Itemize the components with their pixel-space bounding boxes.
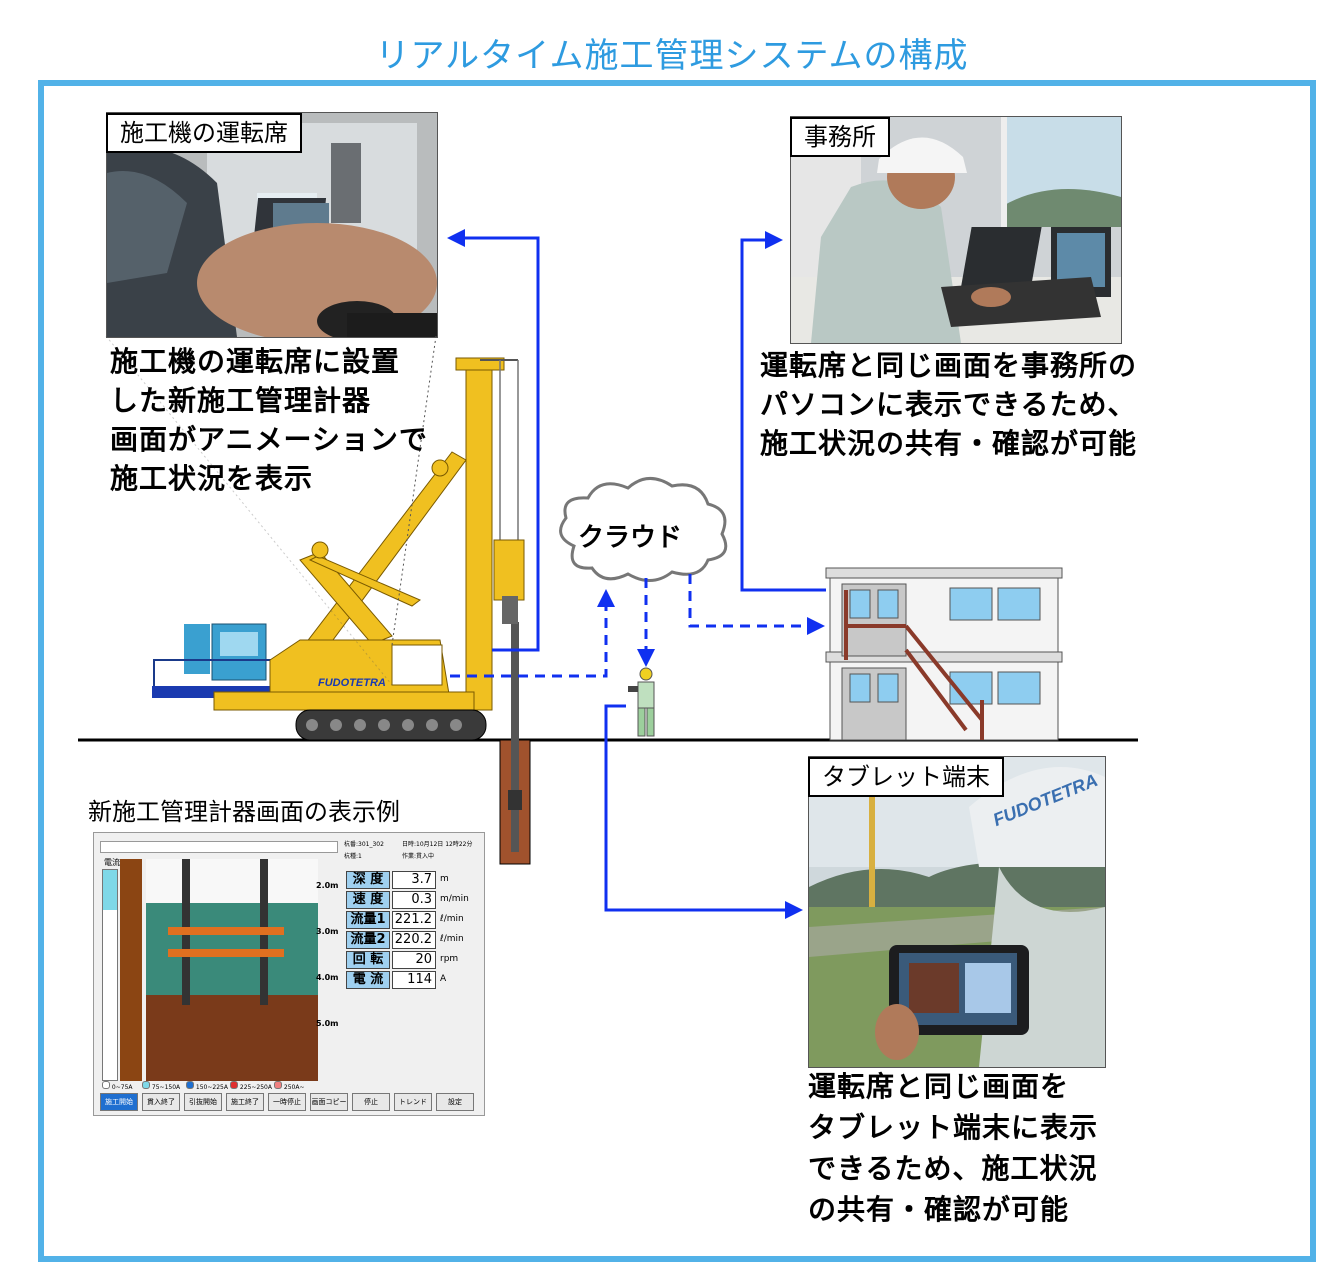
tablet-photo (808, 756, 1106, 1068)
reading-label: 流量2 (346, 931, 390, 949)
reading-unit: ℓ/min (440, 934, 464, 944)
pile-hole (499, 622, 531, 865)
current-legend: 0~75A 75~150A 150~225A 225~250A 250A~ (102, 1079, 482, 1091)
reading-unit: ℓ/min (440, 914, 464, 924)
reading-label: 流量1 (346, 911, 390, 929)
reading-unit: m (440, 874, 449, 884)
cab-desc-line: 施工状況を表示 (110, 462, 314, 495)
reading-value: 20 (392, 951, 436, 969)
stop-button[interactable]: 停止 (352, 1093, 390, 1111)
reading-value: 114 (392, 971, 436, 989)
legend-item: 0~75A (102, 1081, 133, 1091)
cab-description: 施工機の運転席に設置 した新施工管理計器 画面がアニメーションで 施工状況を表示 (110, 342, 428, 498)
tablet-label: タブレット端末 (808, 757, 1004, 797)
worker-figure (628, 667, 655, 737)
depth-mark: 3.0m (316, 927, 339, 936)
office-desc-line: パソコンに表示できるため、 (760, 388, 1137, 421)
monitor-top-bar (100, 841, 338, 853)
reading-flow-2: 流量2 220.2 ℓ/min (346, 931, 464, 949)
penetration-end-button[interactable]: 貫入終了 (142, 1093, 180, 1111)
trend-button[interactable]: トレンド (394, 1093, 432, 1111)
arrow-to-cab (447, 229, 540, 652)
reading-value: 221.2 (392, 911, 436, 929)
tablet-desc-line: タブレット端末に表示 (808, 1111, 1099, 1144)
depth-mark: 4.0m (316, 973, 339, 982)
reading-unit: rpm (440, 954, 459, 964)
header-pile-number: 杭番:301_302 (344, 841, 384, 848)
reading-label: 速 度 (346, 891, 390, 909)
depth-mark: 5.0m (316, 1019, 339, 1028)
tablet-description: 運転席と同じ画面を タブレット端末に表示 できるため、施工状況 の共有・確認が可… (808, 1066, 1098, 1230)
cab-label: 施工機の運転席 (106, 113, 302, 153)
tablet-desc-line: できるため、施工状況 (808, 1152, 1098, 1185)
monitor-screen: 電流 2.0m 3.0m 4.0m 5.0m 杭番:301_302 日時:10月… (93, 832, 485, 1116)
reading-value: 220.2 (392, 931, 436, 949)
monitor-caption: 新施工管理計器画面の表示例 (88, 798, 400, 826)
dashed-cloud-to-building (688, 574, 825, 635)
legend-item: 225~250A (230, 1081, 272, 1091)
office-description: 運転席と同じ画面を事務所の パソコンに表示できるため、 施工状況の共有・確認が可… (760, 346, 1137, 463)
cloud-label: クラウド (578, 523, 682, 553)
pile-driver-machine: FUDOTETRA (152, 357, 525, 741)
current-label: 電流 (104, 858, 120, 867)
header-pile-type: 杭種:1 (344, 853, 362, 860)
pause-button[interactable]: 一時停止 (268, 1093, 306, 1111)
cab-desc-line: した新施工管理計器 (110, 384, 372, 417)
diagram-frame (38, 80, 1316, 1262)
legend-item: 75~150A (142, 1081, 180, 1091)
office-label: 事務所 (790, 117, 890, 157)
dashed-machine-to-cloud (450, 589, 615, 678)
legend-item: 250A~ (274, 1081, 305, 1091)
machine-brand: FUDOTETRA (318, 677, 386, 689)
reading-label: 回 転 (346, 951, 390, 969)
office-building (825, 567, 1063, 741)
extraction-start-button[interactable]: 引抜開始 (184, 1093, 222, 1111)
reading-label: 電 流 (346, 971, 390, 989)
settings-button[interactable]: 設定 (436, 1093, 474, 1111)
reading-rotation: 回 転 20 rpm (346, 951, 458, 969)
cloud-shape (559, 477, 728, 582)
current-gauge (102, 869, 118, 1081)
depth-scale (120, 859, 142, 1081)
screen-copy-button[interactable]: 画面コピー (310, 1093, 348, 1111)
cab-desc-line: 画面がアニメーションで (110, 423, 428, 456)
start-construction-button[interactable]: 施工開始 (100, 1093, 138, 1111)
arrow-to-tablet (604, 704, 803, 919)
reading-flow-1: 流量1 221.2 ℓ/min (346, 911, 464, 929)
cab-desc-line: 施工機の運転席に設置 (110, 345, 401, 378)
page-title: リアルタイム施工管理システムの構成 (375, 36, 969, 76)
reading-depth: 深 度 3.7 m (346, 871, 449, 889)
reading-value: 0.3 (392, 891, 436, 909)
monitor-header: 杭番:301_302 日時:10月12日 12時22分 杭種:1 作業:貫入中 (344, 839, 480, 865)
reading-label: 深 度 (346, 871, 390, 889)
reading-unit: A (440, 974, 447, 984)
tablet-desc-line: の共有・確認が可能 (808, 1193, 1070, 1226)
soil-section (146, 859, 318, 1081)
legend-item: 150~225A (186, 1081, 228, 1091)
depth-mark: 2.0m (316, 881, 339, 890)
arrow-to-office (740, 231, 826, 592)
office-desc-line: 施工状況の共有・確認が可能 (760, 427, 1138, 460)
reading-unit: m/min (440, 894, 469, 904)
header-operation: 作業:貫入中 (402, 853, 435, 860)
construction-end-button[interactable]: 施工終了 (226, 1093, 264, 1111)
tablet-desc-line: 運転席と同じ画面を (808, 1070, 1070, 1103)
office-desc-line: 運転席と同じ画面を事務所の (760, 349, 1138, 382)
header-datetime: 日時:10月12日 12時22分 (402, 841, 473, 848)
cab-photo (106, 112, 438, 338)
reading-value: 3.7 (392, 871, 436, 889)
reading-speed: 速 度 0.3 m/min (346, 891, 469, 909)
reading-current: 電 流 114 A (346, 971, 446, 989)
